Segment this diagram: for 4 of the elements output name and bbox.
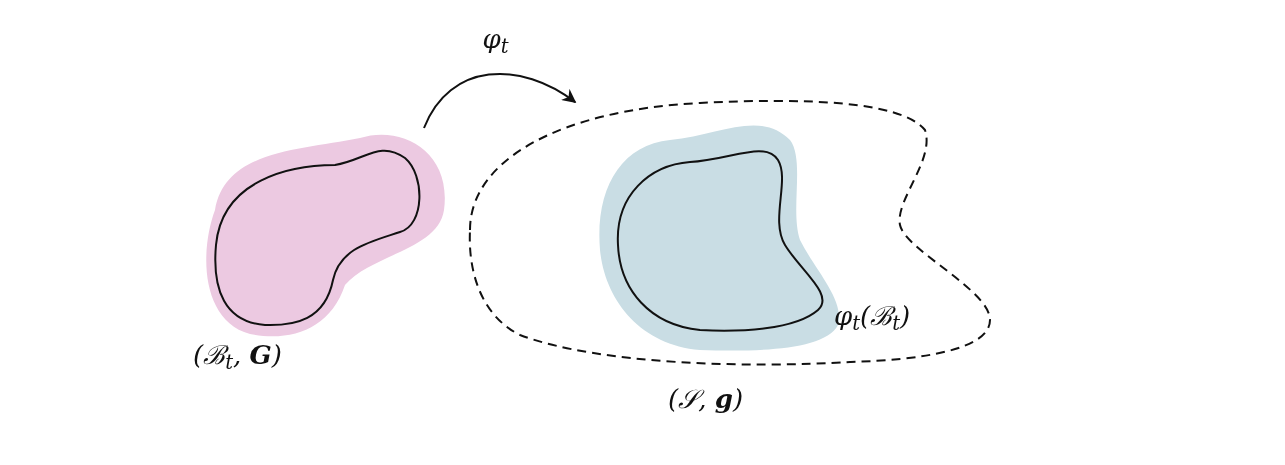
math-label: (𝒮, g) <box>668 386 744 412</box>
arrow <box>423 73 577 129</box>
math-label: (ℬ$_{t}$, G) <box>193 342 282 368</box>
math-label: φ$_{t}$(ℬ$_{t}$) <box>834 303 911 329</box>
